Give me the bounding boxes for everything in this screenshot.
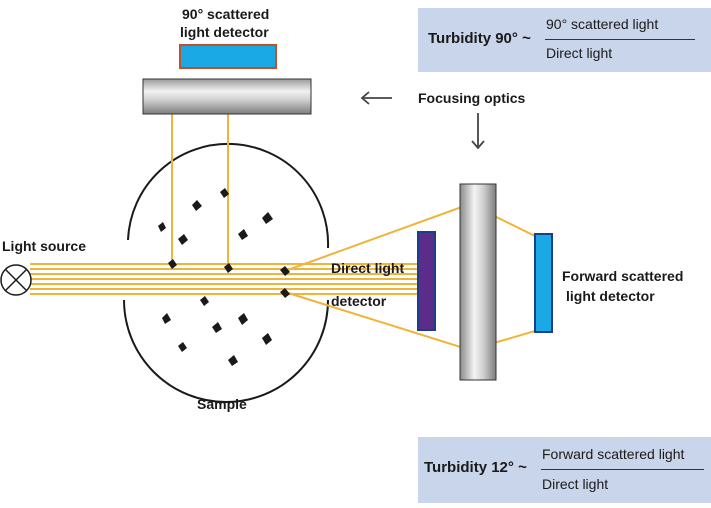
focusing-optics-horizontal [142, 78, 312, 115]
focusing-optics-vertical [459, 183, 497, 381]
arrow-down-icon [471, 113, 485, 150]
direct-light-label-line2: detector [331, 293, 387, 309]
formula-90-numerator: 90° scattered light [546, 16, 659, 32]
formula-90-lead: Turbidity 90° ~ [428, 30, 531, 47]
forward-detector-label-line2: light detector [566, 288, 655, 304]
scattered-rays-forward [284, 202, 536, 352]
light-source-label: Light source [2, 238, 87, 254]
formula-12-denominator: Direct light [542, 476, 609, 492]
formula-turbidity-90: Turbidity 90° ~ 90° scattered light Dire… [418, 8, 711, 72]
forward-scattered-detector [534, 233, 553, 333]
formula-12-lead: Turbidity 12° ~ [424, 459, 527, 476]
detector-90 [179, 44, 277, 69]
focusing-optics-label: Focusing optics [418, 90, 526, 106]
sample-label: Sample [197, 396, 247, 412]
formula-12-fraction-bar [541, 469, 704, 470]
forward-detector-label-line1: Forward scattered [562, 268, 684, 284]
sample-cuvette-arc-bottom [123, 299, 329, 403]
light-beam [30, 263, 418, 295]
light-source-icon [0, 264, 32, 296]
formula-90-denominator: Direct light [546, 45, 613, 61]
direct-light-label-line1: Direct light [331, 260, 405, 276]
formula-turbidity-12: Turbidity 12° ~ Forward scattered light … [418, 437, 711, 503]
sample-cuvette-arc-top [127, 143, 330, 249]
particles [158, 188, 290, 366]
formula-12-numerator: Forward scattered light [542, 446, 685, 462]
detector-90-label-line1: 90° scattered [182, 6, 270, 22]
formula-90-fraction-bar [545, 39, 695, 40]
arrow-left-icon [360, 91, 392, 105]
direct-light-detector [417, 231, 436, 331]
detector-90-label-line2: light detector [180, 24, 269, 40]
